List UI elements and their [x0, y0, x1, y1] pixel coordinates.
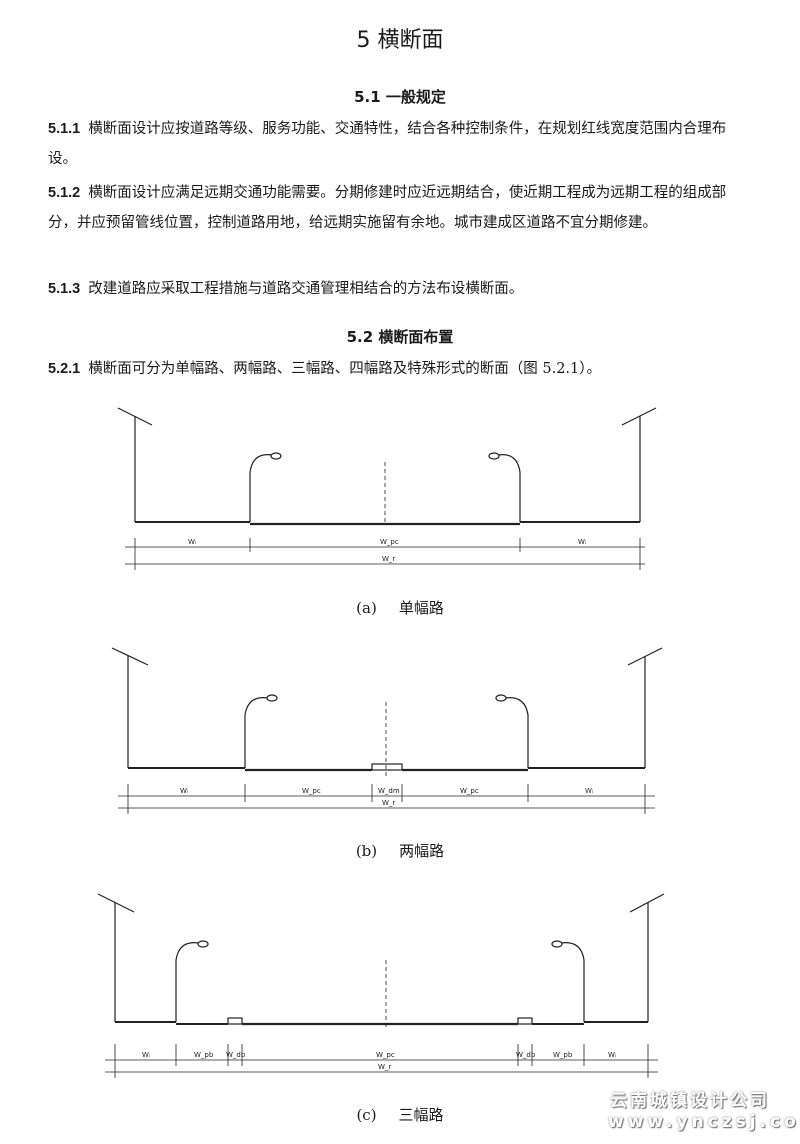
dim-label: Wᵢ	[585, 787, 593, 795]
caption-tag: (c)	[356, 1106, 377, 1124]
figure-three-carriageway: Wᵢ W_pb W_db W_pc W_db W_pb Wᵢ W_r	[97, 893, 665, 1078]
figure-caption-b: (b) 两幅路	[0, 840, 800, 861]
dim-label: W_r	[378, 1063, 391, 1071]
dim-label: W_db	[516, 1051, 536, 1059]
watermark-url: www.ynczsj.com	[608, 1112, 800, 1132]
clause-5-2-1: 5.2.1 横断面可分为单幅路、两幅路、三幅路、四幅路及特殊形式的断面（图 5.2…	[48, 354, 748, 384]
dim-label: Wᵢ	[180, 787, 188, 795]
watermark-company: 云南城镇设计公司	[610, 1091, 770, 1111]
page-title: 5 横断面	[356, 28, 444, 53]
clause-text: 改建道路应采取工程措施与道路交通管理相结合的方法布设横断面。	[88, 281, 524, 297]
caption-name: 两幅路	[399, 842, 445, 860]
dim-label: W_r	[382, 799, 395, 807]
dim-label: W_pc	[302, 787, 321, 795]
clause-number: 5.2.1	[48, 361, 81, 377]
dim-label: Wᵢ	[608, 1051, 616, 1059]
dim-label: W_pb	[553, 1051, 573, 1059]
clause-text: 横断面设计应满足远期交通功能需要。分期修建时应近远期结合，使近期工程成为远期工程…	[48, 185, 727, 231]
figure-single-carriageway: Wᵢ W_pc Wᵢ W_r	[117, 407, 657, 570]
section-heading-5-2: 5.2 横断面布置	[346, 328, 454, 346]
figure-caption-a: (a) 单幅路	[0, 597, 800, 618]
dim-label: W_r	[382, 555, 395, 563]
figure-two-carriageway: Wᵢ W_pc W_dm W_pc Wᵢ W_r	[111, 647, 663, 814]
clause-number: 5.1.1	[48, 121, 81, 137]
dim-label: W_dm	[378, 787, 400, 795]
dim-label: W_db	[226, 1051, 246, 1059]
figure-caption-c: (c) 三幅路	[0, 1104, 800, 1125]
clause-5-1-3: 5.1.3 改建道路应采取工程措施与道路交通管理相结合的方法布设横断面。	[48, 274, 748, 304]
caption-tag: (a)	[356, 599, 377, 617]
clause-number: 5.1.2	[48, 185, 81, 201]
section-heading-5-1: 5.1 一般规定	[354, 88, 446, 106]
dim-label: W_pc	[376, 1051, 395, 1059]
dim-label: Wᵢ	[578, 538, 586, 546]
clause-number: 5.1.3	[48, 281, 81, 297]
clause-text: 横断面可分为单幅路、两幅路、三幅路、四幅路及特殊形式的断面（图 5.2.1）。	[88, 361, 602, 377]
caption-name: 单幅路	[398, 599, 444, 617]
dim-label: Wᵢ	[188, 538, 196, 546]
caption-name: 三幅路	[398, 1106, 444, 1124]
dim-label: Wᵢ	[142, 1051, 150, 1059]
caption-tag: (b)	[355, 842, 378, 860]
clause-text: 横断面设计应按道路等级、服务功能、交通特性，结合各种控制条件，在规划红线宽度范围…	[48, 121, 727, 167]
dim-label: W_pc	[380, 538, 399, 546]
dim-label: W_pb	[194, 1051, 214, 1059]
dim-label: W_pc	[460, 787, 479, 795]
